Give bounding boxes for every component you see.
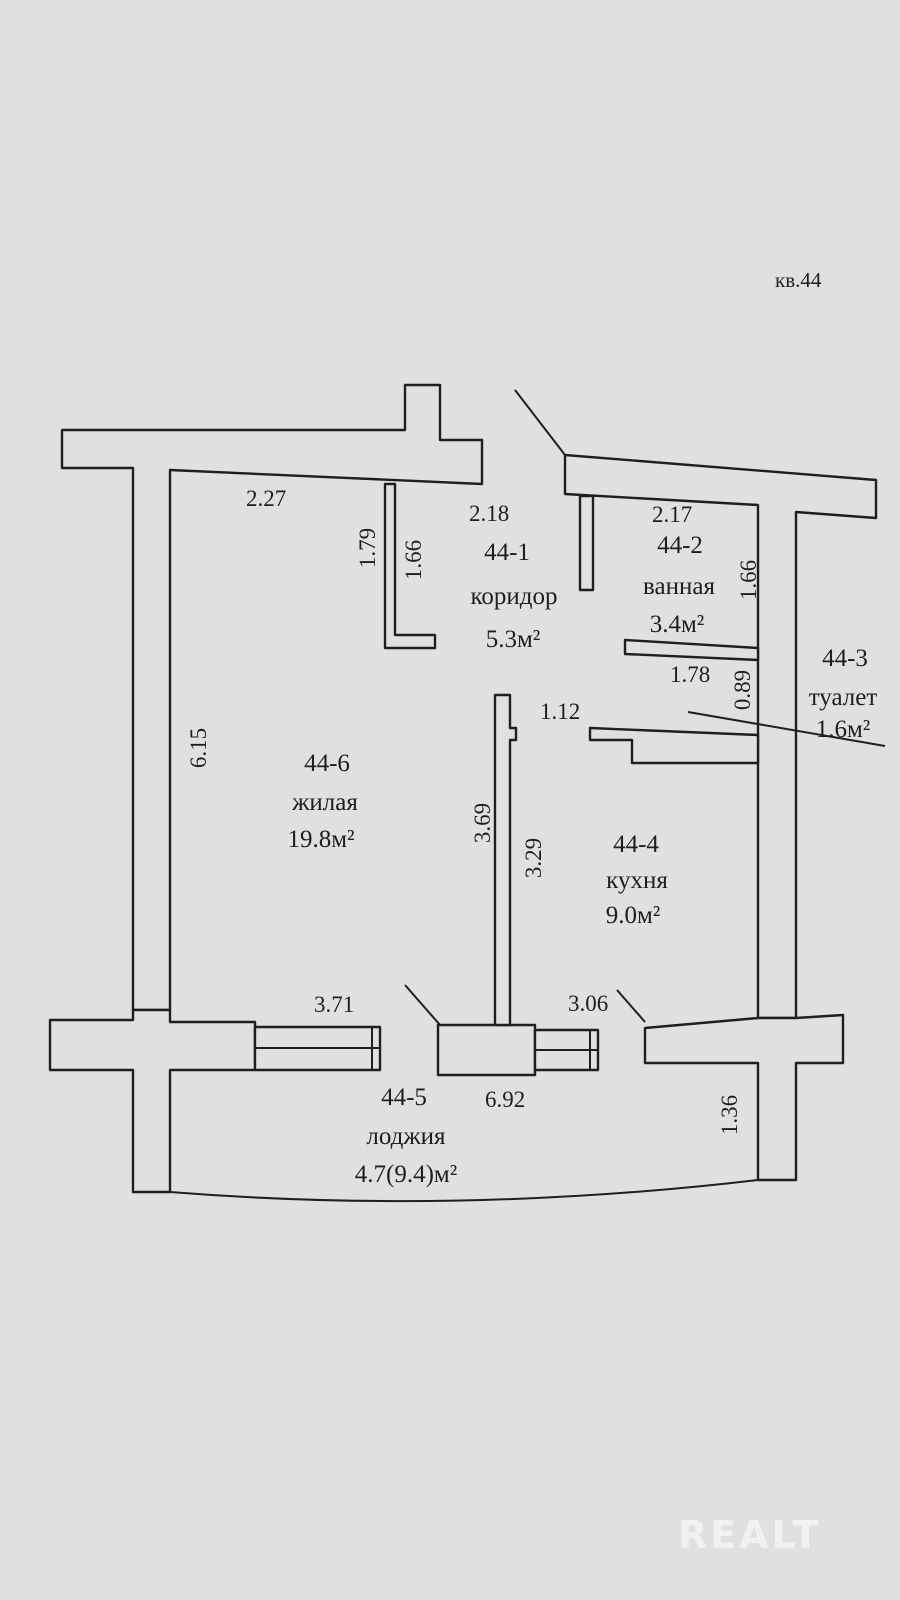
- corridor-niche-wall: [383, 482, 437, 650]
- room-area: 1.6м²: [816, 716, 871, 743]
- room-id: 44-6: [304, 750, 350, 777]
- dim-partition-living: 3.69: [470, 803, 495, 843]
- window-kitchen: [533, 1028, 600, 1072]
- room-kitchen: 44-4 кухня 9.0м²: [606, 831, 669, 929]
- room-area: 9.0м²: [606, 902, 661, 929]
- room-name: ванная: [643, 573, 715, 600]
- room-name: коридор: [471, 583, 558, 610]
- room-id: 44-2: [657, 532, 703, 559]
- dim-partition-kitchen: 3.29: [521, 838, 546, 878]
- dim-toilet-side: 0.89: [730, 670, 755, 710]
- dim-bath-top: 2.17: [652, 502, 692, 527]
- dim-toilet-top: 1.12: [540, 699, 580, 724]
- dim-loggia-width: 6.92: [485, 1087, 525, 1112]
- loggia-door-line-left: [404, 984, 441, 1026]
- dim-loggia-side: 1.36: [717, 1095, 742, 1135]
- dim-kitchen-bottom: 3.06: [568, 991, 608, 1016]
- living-kitchen-partition: [493, 693, 518, 1027]
- room-living: 44-6 жилая 19.8м²: [287, 750, 358, 853]
- bath-left-stub: [578, 494, 595, 592]
- window-living: [253, 1025, 382, 1072]
- room-name: туалет: [809, 684, 878, 711]
- loggia-door-line-right: [616, 989, 646, 1023]
- wall-bottom-right: [643, 1013, 845, 1182]
- dim-living-left: 6.15: [186, 728, 211, 768]
- dim-living-top: 2.27: [246, 486, 286, 511]
- room-name: кухня: [606, 867, 668, 894]
- loggia-railing: [169, 1179, 759, 1203]
- room-area: 3.4м²: [650, 611, 705, 638]
- dim-living-bottom: 3.71: [314, 992, 354, 1017]
- toilet-bottom-wall: [588, 726, 760, 765]
- toilet-door-line: [687, 711, 886, 747]
- room-area: 19.8м²: [287, 826, 354, 853]
- wall-top-left: [60, 383, 484, 1012]
- apartment-label: кв.44: [775, 268, 822, 292]
- room-corridor: 44-1 коридор 5.3м²: [471, 539, 558, 653]
- wall-bottom-mid: [436, 1023, 537, 1077]
- dim-niche-outer: 1.79: [355, 528, 380, 568]
- room-id: 44-4: [613, 831, 659, 858]
- room-id: 44-3: [822, 645, 868, 672]
- entrance-door-line: [514, 389, 566, 456]
- room-area: 5.3м²: [486, 626, 541, 653]
- dim-bath-side: 1.66: [736, 560, 761, 600]
- room-name: лоджия: [366, 1123, 446, 1150]
- room-id: 44-1: [484, 539, 530, 566]
- bath-bottom-wall: [623, 638, 760, 662]
- dim-bath-bottom: 1.78: [670, 662, 710, 687]
- room-loggia: 44-5 лоджия 4.7(9.4)м²: [355, 1084, 457, 1188]
- room-id: 44-5: [381, 1084, 427, 1111]
- room-area: 4.7(9.4)м²: [355, 1161, 457, 1188]
- dim-niche-inner: 1.66: [401, 540, 426, 580]
- wall-bottom-left: [48, 1008, 257, 1194]
- watermark-logo: REALT: [678, 1513, 821, 1557]
- dim-corridor-top: 2.18: [469, 501, 509, 526]
- room-bathroom: 44-2 ванная 3.4м²: [643, 532, 715, 638]
- room-name: жилая: [291, 789, 358, 816]
- room-toilet: 44-3 туалет 1.6м²: [809, 645, 878, 743]
